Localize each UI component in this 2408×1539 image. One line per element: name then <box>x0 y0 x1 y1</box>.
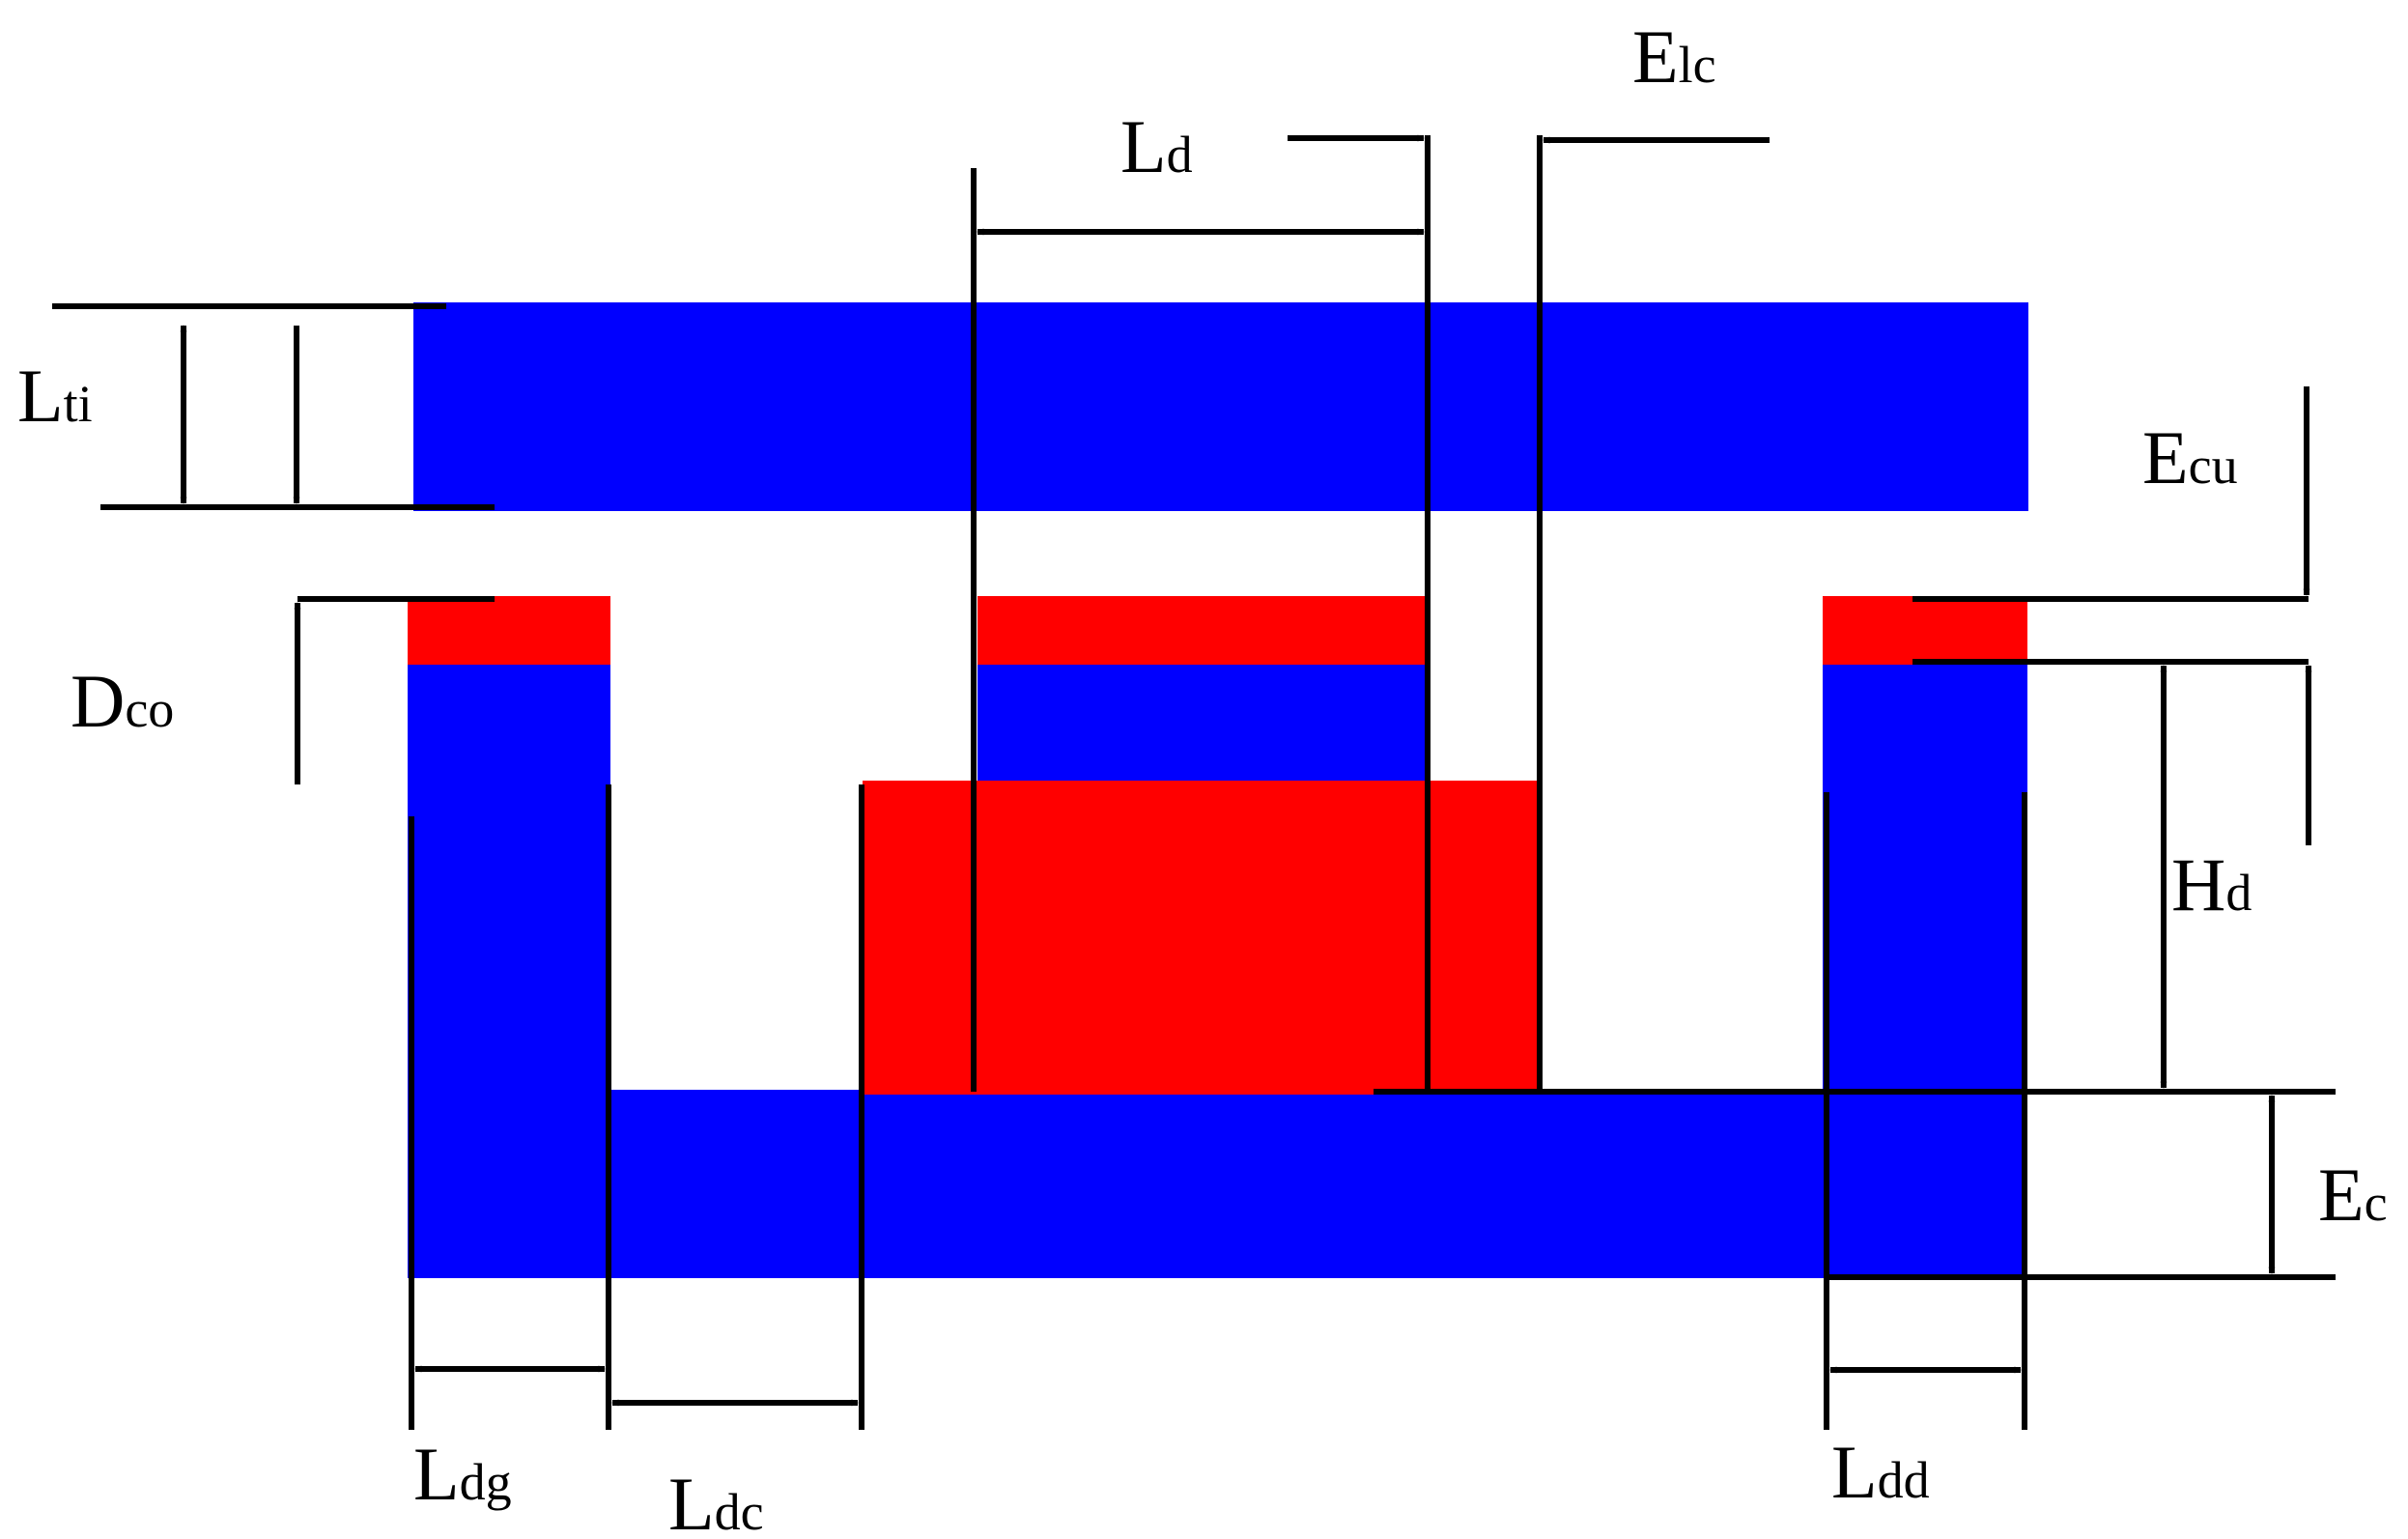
label-ld: Ld <box>1120 104 1193 188</box>
center-coil-block <box>863 781 1543 1095</box>
label-elc: Elc <box>1632 14 1716 99</box>
magnetic-core <box>408 302 2028 1278</box>
right-leg <box>1823 665 2027 1278</box>
top-plate <box>413 302 2028 511</box>
label-hd: Hd <box>2171 842 2252 926</box>
label-ldd: Ldd <box>1831 1430 1930 1514</box>
center-coil-layer <box>977 596 1428 665</box>
label-dco: Dco <box>71 659 174 743</box>
label-ldc: Ldc <box>668 1462 764 1539</box>
dimension-lines <box>52 134 2336 1430</box>
label-ldg: Ldg <box>413 1432 512 1516</box>
label-lti: Lti <box>17 354 93 438</box>
left-leg-coil-layer <box>408 596 610 665</box>
label-ec: Ec <box>2318 1153 2388 1237</box>
bottom-yoke <box>411 1090 2027 1278</box>
label-ecu: Ecu <box>2142 415 2238 499</box>
right-leg-coil-layer <box>1823 596 2027 665</box>
left-leg <box>408 665 610 1278</box>
center-tooth <box>977 665 1428 781</box>
